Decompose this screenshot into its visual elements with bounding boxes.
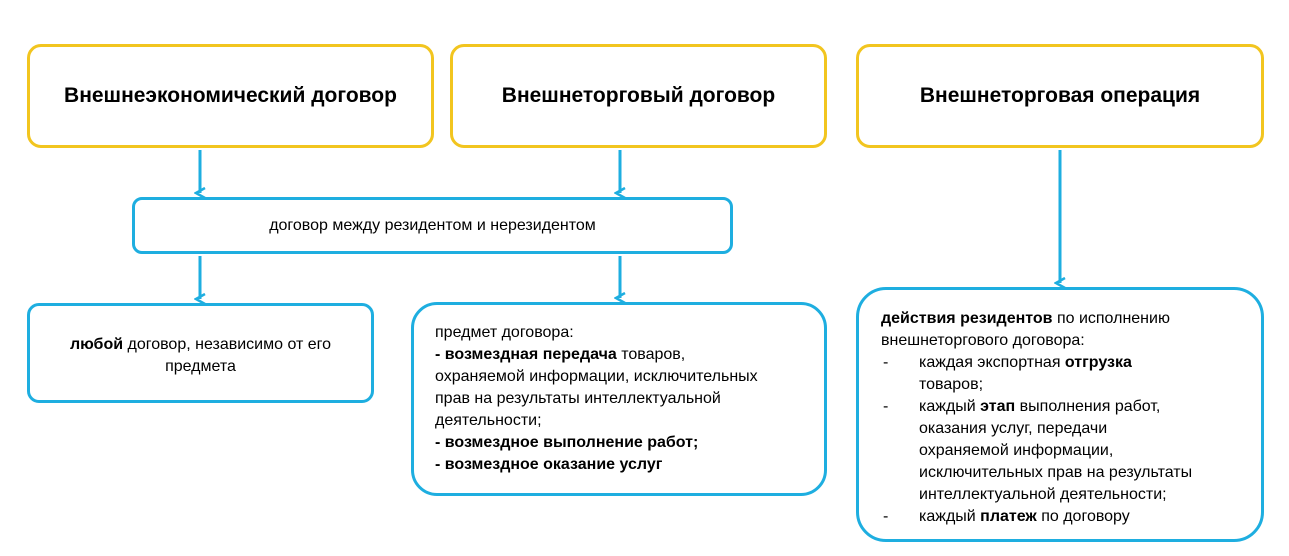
resident-nonresident-box: договор между резидентом и нерезидентом	[132, 197, 733, 254]
actions-item-1-line-2: товаров;	[919, 376, 984, 393]
actions-item-3: - каждый платеж по договору	[881, 506, 1247, 528]
actions-item-1-pre: каждая экспортная	[919, 354, 1065, 371]
resident-actions-box: действия резидентов по исполнению внешне…	[856, 287, 1264, 542]
subject-item-3-bold: - возмездное оказание услуг	[435, 456, 663, 473]
actions-heading-line-2: внешнеторгового договора:	[881, 332, 1085, 349]
actions-item-2: - каждый этап выполнения работ, оказания…	[881, 396, 1247, 506]
actions-item-1-bold: отгрузка	[1064, 354, 1132, 371]
subject-item-1-line-1: - возмездная передача товаров,	[435, 344, 814, 366]
foreign-trade-operation-label: Внешнеторговая операция	[919, 84, 1201, 107]
actions-item-2-line-3: охраняемой информации,	[919, 442, 1114, 459]
foreign-trade-contract-box: Внешнеторговый договор	[450, 44, 827, 148]
list-dash: -	[883, 398, 889, 415]
subject-item-3: - возмездное оказание услуг	[435, 454, 814, 476]
subject-item-1-line-4: деятельности;	[435, 412, 542, 429]
actions-item-3-rest: по договору	[1036, 508, 1130, 525]
actions-item-2-line-2: оказания услуг, передачи	[919, 420, 1108, 437]
actions-item-2-bold: этап	[980, 398, 1016, 415]
any-contract-rest: договор, независимо от его	[123, 336, 332, 353]
subject-heading: предмет договора:	[435, 324, 574, 341]
subject-item-1-line-3: прав на результаты интеллектуальной	[435, 390, 721, 407]
actions-heading-rest: по исполнению	[1052, 310, 1170, 327]
actions-item-2-line-5: интеллектуальной деятельности;	[919, 486, 1167, 503]
subject-item-1-line-2: охраняемой информации, исключительных	[435, 368, 758, 385]
actions-item-1-line-1: каждая экспортная отгрузка	[919, 352, 1247, 374]
actions-item-2-rest: выполнения работ,	[1015, 398, 1161, 415]
any-contract-line-1: любой договор, независимо от его	[42, 334, 359, 356]
foreign-trade-contract-label: Внешнеторговый договор	[501, 84, 776, 107]
any-contract-line-2: предмета	[165, 358, 236, 375]
foreign-economic-contract-box: Внешнеэкономический договор	[27, 44, 434, 148]
actions-item-2-line-4: исключительных прав на результаты	[919, 464, 1193, 481]
any-contract-bold: любой	[69, 336, 124, 353]
subject-item-1-bold: - возмездная передача	[435, 346, 617, 363]
actions-item-3-line-1: каждый платеж по договору	[919, 506, 1247, 528]
actions-list: - каждая экспортная отгрузка товаров; - …	[881, 352, 1247, 528]
foreign-economic-contract-label: Внешнеэкономический договор	[64, 84, 397, 107]
list-dash: -	[883, 508, 889, 525]
actions-item-3-pre: каждый	[919, 508, 981, 525]
subject-item-2: - возмездное выполнение работ;	[435, 432, 814, 454]
actions-item-2-pre: каждый	[919, 398, 981, 415]
contract-subject-box: предмет договора: - возмездная передача …	[411, 302, 827, 496]
subject-item-1-rest: товаров,	[616, 346, 686, 363]
any-contract-box: любой договор, независимо от его предмет…	[27, 303, 374, 403]
foreign-trade-operation-box: Внешнеторговая операция	[856, 44, 1264, 148]
actions-heading-bold: действия резидентов	[881, 310, 1053, 327]
actions-item-3-bold: платеж	[980, 508, 1037, 525]
resident-nonresident-label: договор между резидентом и нерезидентом	[269, 216, 596, 234]
actions-item-1: - каждая экспортная отгрузка товаров;	[881, 352, 1247, 396]
list-dash: -	[883, 354, 889, 371]
actions-heading-line-1: действия резидентов по исполнению	[881, 308, 1247, 330]
actions-item-2-line-1: каждый этап выполнения работ,	[919, 396, 1247, 418]
subject-item-2-bold: - возмездное выполнение работ;	[435, 434, 699, 451]
